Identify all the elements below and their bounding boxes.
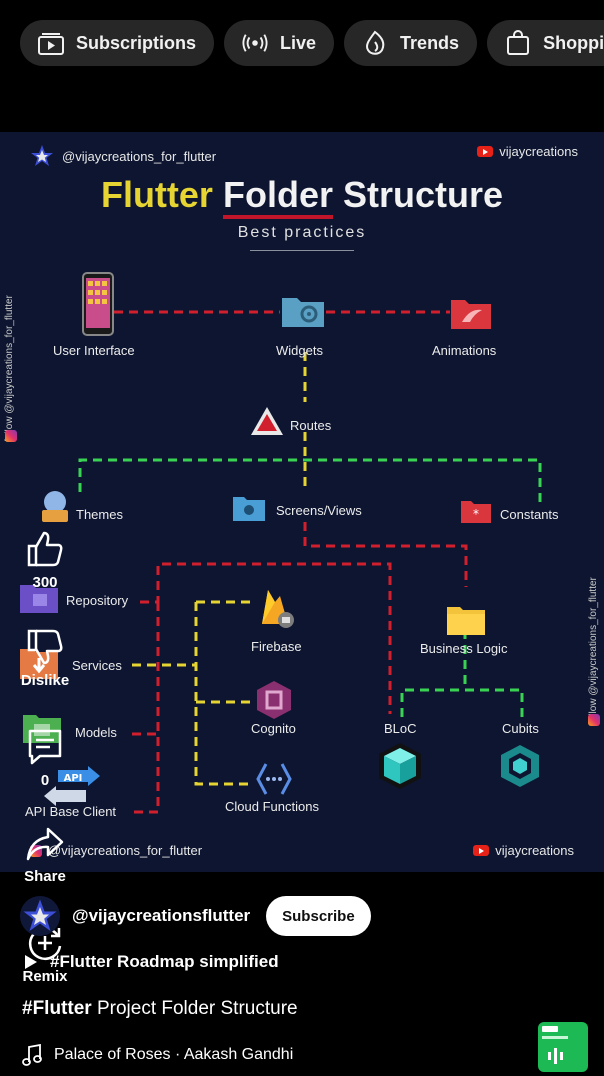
live-icon: [242, 30, 268, 56]
poster-yt-bottom: vijaycreations: [473, 843, 574, 858]
constants-folder-icon: *: [460, 498, 492, 529]
connector-lines: [78, 310, 542, 814]
node-cognito: Cognito: [251, 721, 296, 736]
subscriptions-icon: [38, 30, 64, 56]
chip-label: Subscriptions: [76, 32, 197, 53]
chip-shopping[interactable]: Shopping: [487, 20, 604, 66]
node-screens: Screens/Views: [276, 503, 362, 518]
node-cubits: Cubits: [502, 721, 539, 736]
node-user-interface: User Interface: [53, 343, 135, 358]
poster-title: Flutter Folder Structure: [0, 174, 604, 219]
music-note-icon: [22, 1044, 42, 1066]
comment-icon: [28, 729, 62, 765]
widgets-folder-icon: [281, 294, 325, 333]
dislike-button[interactable]: Dislike: [0, 628, 90, 689]
screens-folder-icon: [232, 494, 266, 527]
star-logo-icon: [31, 145, 53, 166]
bloc-icon: [378, 742, 422, 795]
instagram-icon: [588, 714, 600, 726]
playlist-link[interactable]: #Flutter Roadmap simplified: [22, 952, 279, 972]
star-logo-icon: [23, 899, 57, 931]
youtube-icon: [477, 146, 494, 157]
node-constants: Constants: [500, 507, 559, 522]
music-row[interactable]: Palace of Roses · Aakash Gandhi: [22, 1044, 293, 1066]
shopping-icon: [505, 30, 531, 56]
poster-side-text: follow @vijaycreations_for_flutter: [4, 295, 15, 442]
node-repository: Repository: [66, 593, 129, 608]
thumbs-up-icon: [27, 531, 63, 567]
repository-folder-icon: [19, 582, 59, 619]
instagram-icon: [5, 430, 17, 442]
audio-library-icon: [542, 1026, 568, 1064]
routes-icon: [250, 406, 284, 441]
node-animations: Animations: [432, 343, 497, 358]
chip-label: Shopping: [543, 32, 604, 53]
filter-chips: Subscriptions Live Trends Shopping: [20, 20, 604, 68]
remix-label: Remix: [22, 968, 68, 985]
dislike-label: Dislike: [20, 672, 70, 689]
phone-icon: [82, 272, 114, 341]
like-button[interactable]: 300: [0, 530, 90, 591]
animations-folder-icon: [450, 296, 492, 335]
channel-row: @vijaycreationsflutter Subscribe: [20, 896, 371, 936]
youtube-icon: [473, 845, 490, 856]
firebase-icon: [258, 588, 296, 635]
channel-name[interactable]: @vijaycreationsflutter: [72, 906, 251, 925]
svg-text:API: API: [64, 773, 83, 784]
chip-subscriptions[interactable]: Subscriptions: [20, 20, 215, 66]
api-icon: API: [44, 766, 100, 811]
video-title: #Flutter Project Folder Structure: [22, 998, 298, 1019]
side-follow-text: follow @vijaycreations_for_flutter: [588, 577, 599, 724]
comments-button[interactable]: 0: [0, 728, 90, 789]
chip-trends[interactable]: Trends: [344, 20, 478, 66]
node-api-client: API Base Client: [25, 804, 117, 819]
video-poster[interactable]: @vijaycreations_for_flutter vijaycreatio…: [0, 132, 604, 872]
trends-icon: [362, 30, 388, 56]
themes-icon: [38, 488, 72, 529]
cubits-icon: [500, 744, 540, 793]
node-cloud-functions: Cloud Functions: [225, 799, 319, 814]
play-icon: [25, 955, 37, 969]
svg-text:*: *: [473, 507, 479, 521]
business-logic-folder-icon: [446, 604, 486, 641]
share-label: Share: [24, 868, 66, 885]
like-count: 300: [32, 574, 58, 591]
node-bloc: BLoC: [384, 721, 417, 736]
node-themes: Themes: [76, 507, 123, 522]
node-business-logic: Business Logic: [420, 641, 508, 656]
share-icon: [26, 827, 64, 861]
chip-live[interactable]: Live: [224, 20, 335, 66]
node-widgets: Widgets: [276, 343, 323, 358]
share-button[interactable]: Share: [0, 826, 90, 885]
thumbs-down-icon: [27, 629, 63, 665]
audio-library-thumbnail[interactable]: [538, 1022, 588, 1072]
node-models: Models: [75, 725, 117, 740]
comment-count: 0: [40, 772, 50, 789]
subtitle-underline: [250, 250, 354, 251]
chip-label: Live: [280, 32, 317, 53]
node-routes: Routes: [290, 418, 332, 433]
node-services: Services: [72, 658, 122, 673]
poster-subtitle: Best practices: [237, 224, 367, 241]
poster-yt-top: vijaycreations: [477, 144, 578, 159]
node-firebase: Firebase: [251, 639, 302, 654]
avatar[interactable]: [20, 896, 60, 936]
subscribe-button[interactable]: Subscribe: [266, 896, 371, 936]
cognito-icon: [256, 680, 292, 725]
poster-handle-top: @vijaycreations_for_flutter: [30, 144, 216, 168]
chip-label: Trends: [400, 32, 460, 53]
cloud-functions-icon: [256, 762, 292, 801]
